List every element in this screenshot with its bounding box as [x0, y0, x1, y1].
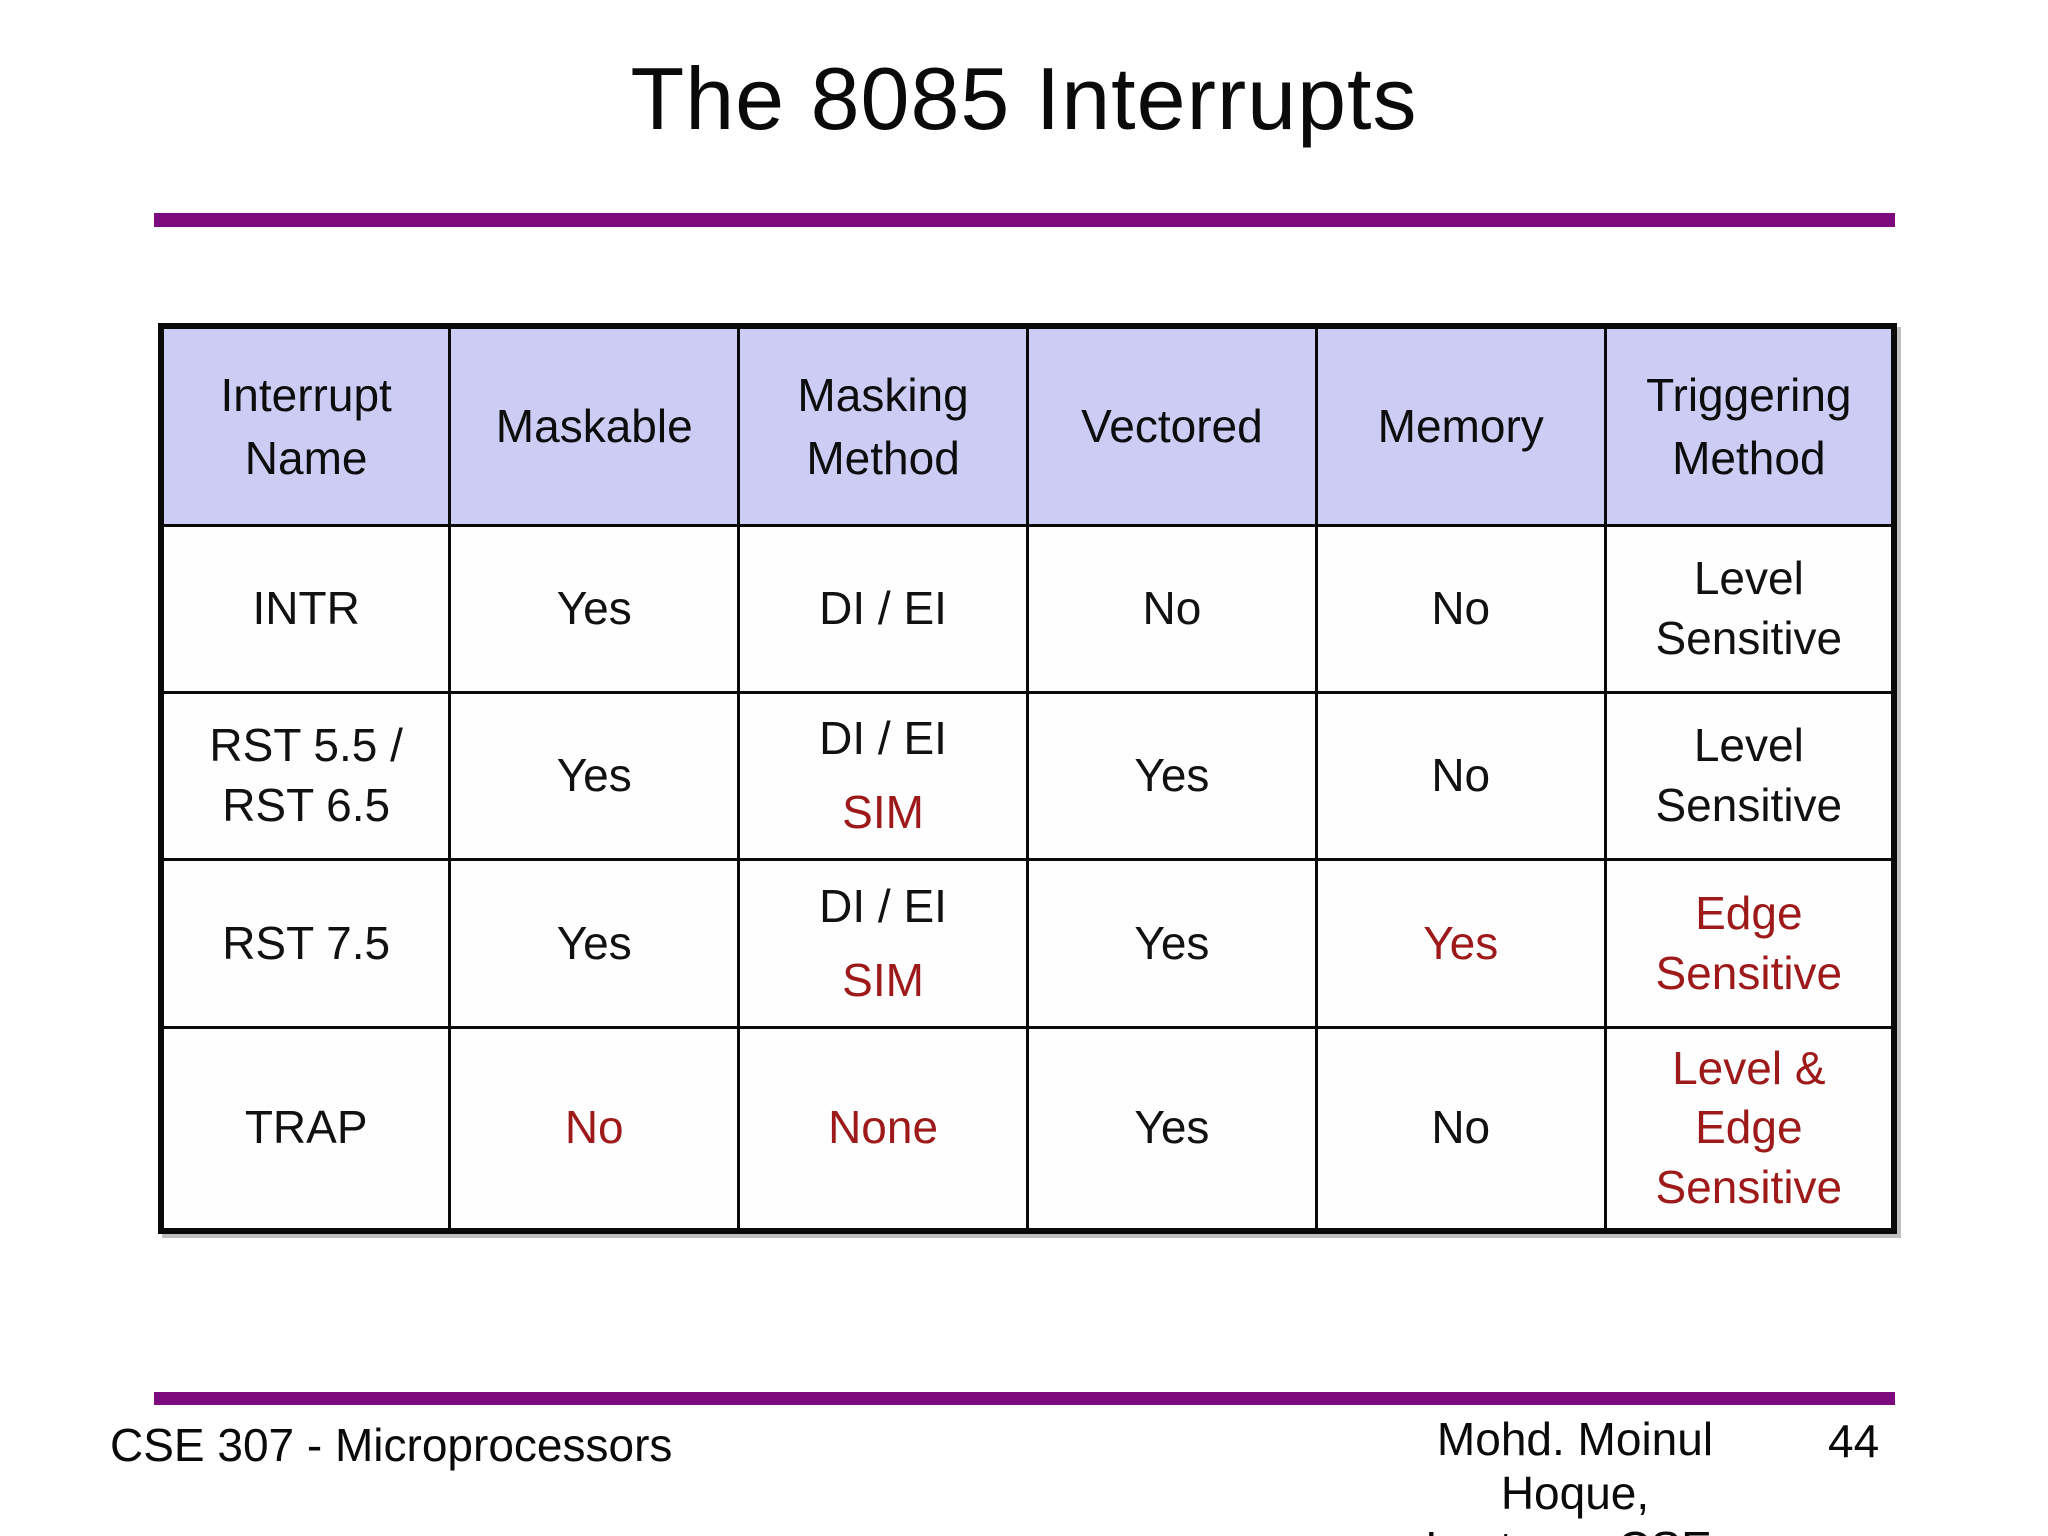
cell-text-red: Yes: [1423, 916, 1499, 969]
cell-text: Yes: [556, 916, 632, 969]
cell-trap-masking-method: None: [737, 1026, 1029, 1232]
cell-text: DI / EI: [819, 712, 947, 765]
cell-intr-name: INTR: [159, 524, 452, 694]
table-row-rst55-rst65: RST 5.5 / RST 6.5 Yes DI / EI SIM Yes No…: [159, 691, 1896, 861]
table-row-rst75: RST 7.5 Yes DI / EI SIM Yes Yes Edge Sen…: [159, 858, 1896, 1029]
cell-text: INTR: [252, 582, 360, 635]
col-header-interrupt-name: Interrupt Name: [159, 324, 452, 527]
col-header-masking-method: Masking Method: [737, 324, 1029, 527]
cell-trap-vectored: Yes: [1025, 1026, 1318, 1232]
interrupts-table: Interrupt Name Maskable Masking Method V…: [158, 323, 1897, 1234]
cell-text: Sensitive: [1655, 779, 1843, 831]
cell-text: No: [1431, 749, 1491, 802]
cell-rst55-vectored: Yes: [1025, 691, 1318, 861]
cell-rst55-maskable: Yes: [448, 691, 741, 861]
cell-text-red: SIM: [842, 786, 924, 838]
cell-text: Yes: [556, 749, 632, 802]
cell-text: Yes: [1134, 1101, 1210, 1154]
col-header-triggering-method: Triggering Method: [1603, 324, 1896, 527]
page-title: The 8085 Interrupts: [630, 49, 1418, 148]
cell-rst55-triggering: Level Sensitive: [1603, 691, 1896, 861]
footer-course-label: CSE 307 - Microprocessors: [110, 1419, 673, 1471]
cell-text: Sensitive: [1655, 612, 1843, 664]
cell-text: DI / EI: [819, 582, 947, 635]
page-number: 44: [1828, 1415, 1880, 1467]
cell-text: DI / EI: [819, 879, 947, 932]
cell-text: Yes: [1134, 749, 1210, 802]
cell-text-red: Edge: [1695, 886, 1803, 939]
cell-text-red: Sensitive: [1655, 946, 1843, 999]
cell-rst75-name: RST 7.5: [159, 858, 452, 1029]
cell-trap-memory: No: [1314, 1026, 1607, 1232]
cell-text: No: [1431, 582, 1491, 635]
cell-text: No: [1142, 582, 1202, 635]
cell-text-red: Sensitive: [1655, 1161, 1843, 1214]
cell-text: RST 7.5: [222, 916, 391, 969]
cell-text-red: Level &: [1672, 1041, 1826, 1094]
cell-rst75-maskable: Yes: [448, 858, 741, 1029]
cell-text: TRAP: [244, 1101, 368, 1154]
footer-author-line2: Lecturer, CSE, AUST: [1370, 1521, 1780, 1536]
cell-rst55-name: RST 5.5 / RST 6.5: [159, 691, 452, 861]
cell-intr-masking-method: DI / EI: [737, 524, 1029, 694]
cell-text-red: Edge: [1695, 1101, 1803, 1154]
cell-text-red: SIM: [842, 953, 924, 1006]
cell-text-red: No: [564, 1101, 624, 1154]
footer-author-block: Mohd. Moinul Hoque, Lecturer, CSE, AUST: [1370, 1412, 1780, 1536]
table-row-trap: TRAP No None Yes No Level & Edge Sensiti…: [159, 1026, 1896, 1232]
cell-text: RST 5.5 /: [209, 719, 403, 772]
cell-trap-triggering: Level & Edge Sensitive: [1603, 1026, 1896, 1232]
cell-text: No: [1431, 1101, 1491, 1154]
cell-rst75-memory: Yes: [1314, 858, 1607, 1029]
cell-intr-memory: No: [1314, 524, 1607, 694]
cell-intr-vectored: No: [1025, 524, 1318, 694]
col-header-vectored: Vectored: [1025, 324, 1318, 527]
cell-rst75-masking-method: DI / EI SIM: [737, 858, 1029, 1029]
table-header-row: Interrupt Name Maskable Masking Method V…: [159, 324, 1896, 527]
cell-text: Yes: [1134, 916, 1210, 969]
cell-rst55-masking-method: DI / EI SIM: [737, 691, 1029, 861]
cell-intr-maskable: Yes: [448, 524, 741, 694]
cell-rst55-memory: No: [1314, 691, 1607, 861]
cell-text: Level: [1693, 552, 1804, 605]
cell-rst75-vectored: Yes: [1025, 858, 1318, 1029]
cell-text: RST 6.5: [222, 779, 391, 831]
col-header-maskable: Maskable: [448, 324, 741, 527]
cell-trap-name: TRAP: [159, 1026, 452, 1232]
col-header-memory: Memory: [1314, 324, 1607, 527]
cell-rst75-triggering: Edge Sensitive: [1603, 858, 1896, 1029]
cell-text: Yes: [556, 582, 632, 635]
cell-trap-maskable: No: [448, 1026, 741, 1232]
cell-intr-triggering: Level Sensitive: [1603, 524, 1896, 694]
table-row-intr: INTR Yes DI / EI No No Level Sensitive: [159, 524, 1896, 694]
cell-text: Level: [1693, 719, 1804, 772]
title-underline-rule: [154, 213, 1895, 227]
cell-text-red: None: [828, 1101, 939, 1154]
footer-rule: [154, 1392, 1895, 1405]
footer-author-line1: Mohd. Moinul Hoque,: [1436, 1413, 1714, 1520]
